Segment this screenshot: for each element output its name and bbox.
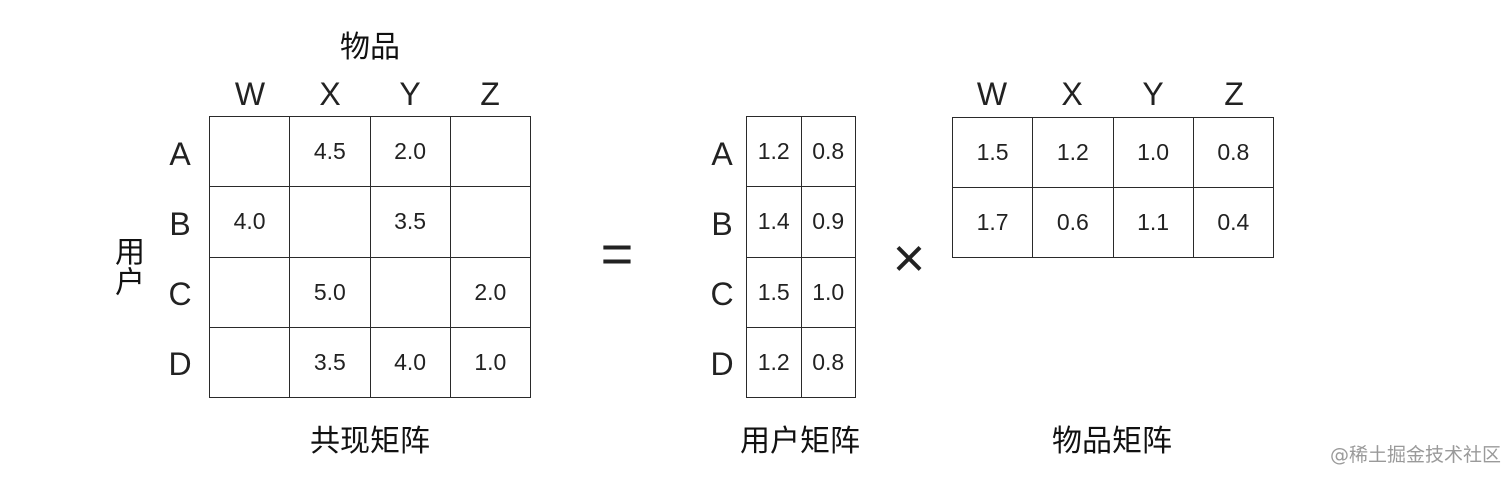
matrix-cell: 0.8 bbox=[800, 326, 856, 399]
multiply-sign: × bbox=[892, 226, 926, 289]
matrix-cell: 0.8 bbox=[1192, 117, 1275, 188]
items-axis-label: 物品 bbox=[340, 30, 400, 65]
cooc-row-header-a: A bbox=[169, 136, 191, 172]
matrix-cell: 1.2 bbox=[746, 115, 802, 188]
matrix-cell: 2.0 bbox=[369, 115, 451, 188]
matrix-cell: 1.0 bbox=[1112, 117, 1194, 188]
cooc-row-header-b: B bbox=[169, 206, 191, 242]
cooc-row-header-d: D bbox=[168, 346, 192, 382]
cooccurrence-caption: 共现矩阵 bbox=[310, 424, 430, 459]
matrix-cell bbox=[369, 256, 451, 328]
user-row-header-d: D bbox=[710, 346, 734, 382]
matrix-cell: 1.0 bbox=[449, 326, 532, 399]
matrix-cell: 0.4 bbox=[1192, 187, 1275, 258]
user-row-header-a: A bbox=[711, 136, 733, 172]
matrix-cell: 1.2 bbox=[746, 326, 802, 399]
cooc-col-header-w: W bbox=[234, 76, 266, 112]
matrix-cell: 4.0 bbox=[208, 186, 291, 258]
users-axis-label: 用户 bbox=[109, 236, 144, 296]
matrix-cell bbox=[208, 256, 291, 328]
matrix-cell: 4.0 bbox=[369, 326, 451, 399]
matrix-cell: 0.9 bbox=[800, 186, 856, 258]
matrix-cell: 2.0 bbox=[449, 256, 532, 328]
item-matrix-caption: 物品矩阵 bbox=[1052, 424, 1172, 459]
cooc-col-header-x: X bbox=[319, 76, 341, 112]
user-matrix: 1.2 0.8 1.4 0.9 1.5 1.0 1.2 0.8 bbox=[746, 115, 856, 399]
matrix-cell: 1.7 bbox=[951, 187, 1034, 258]
matrix-cell: 3.5 bbox=[369, 186, 451, 258]
matrix-cell: 1.5 bbox=[746, 256, 802, 328]
user-row-header-b: B bbox=[711, 206, 733, 242]
equals-sign: = bbox=[600, 222, 634, 285]
matrix-cell: 1.4 bbox=[746, 186, 802, 258]
cooc-col-header-y: Y bbox=[399, 76, 421, 112]
user-row-header-c: C bbox=[710, 276, 734, 312]
item-matrix: 1.5 1.2 1.0 0.8 1.7 0.6 1.1 0.4 bbox=[951, 117, 1275, 258]
item-col-header-z: Z bbox=[1224, 76, 1244, 112]
item-col-header-y: Y bbox=[1142, 76, 1164, 112]
cooccurrence-matrix: 4.5 2.0 4.0 3.5 5.0 2.0 3.5 4.0 1.0 bbox=[208, 115, 532, 399]
matrix-cell: 0.6 bbox=[1032, 187, 1114, 258]
matrix-cell bbox=[208, 115, 291, 188]
matrix-cell bbox=[449, 186, 532, 258]
item-col-header-w: W bbox=[976, 76, 1008, 112]
watermark: @稀土掘金技术社区 bbox=[1330, 444, 1502, 466]
matrix-cell: 1.2 bbox=[1032, 117, 1114, 188]
matrix-cell: 0.8 bbox=[800, 115, 856, 188]
cooc-row-header-c: C bbox=[168, 276, 192, 312]
item-col-header-x: X bbox=[1061, 76, 1083, 112]
matrix-cell: 3.5 bbox=[289, 326, 371, 399]
matrix-cell: 1.1 bbox=[1112, 187, 1194, 258]
cooc-col-header-z: Z bbox=[480, 76, 500, 112]
user-matrix-caption: 用户矩阵 bbox=[740, 424, 860, 459]
matrix-cell: 1.0 bbox=[800, 256, 856, 328]
matrix-cell: 1.5 bbox=[951, 117, 1034, 188]
matrix-cell bbox=[208, 326, 291, 399]
matrix-cell bbox=[289, 186, 371, 258]
matrix-cell: 4.5 bbox=[289, 115, 371, 188]
matrix-cell: 5.0 bbox=[289, 256, 371, 328]
matrix-cell bbox=[449, 115, 532, 188]
